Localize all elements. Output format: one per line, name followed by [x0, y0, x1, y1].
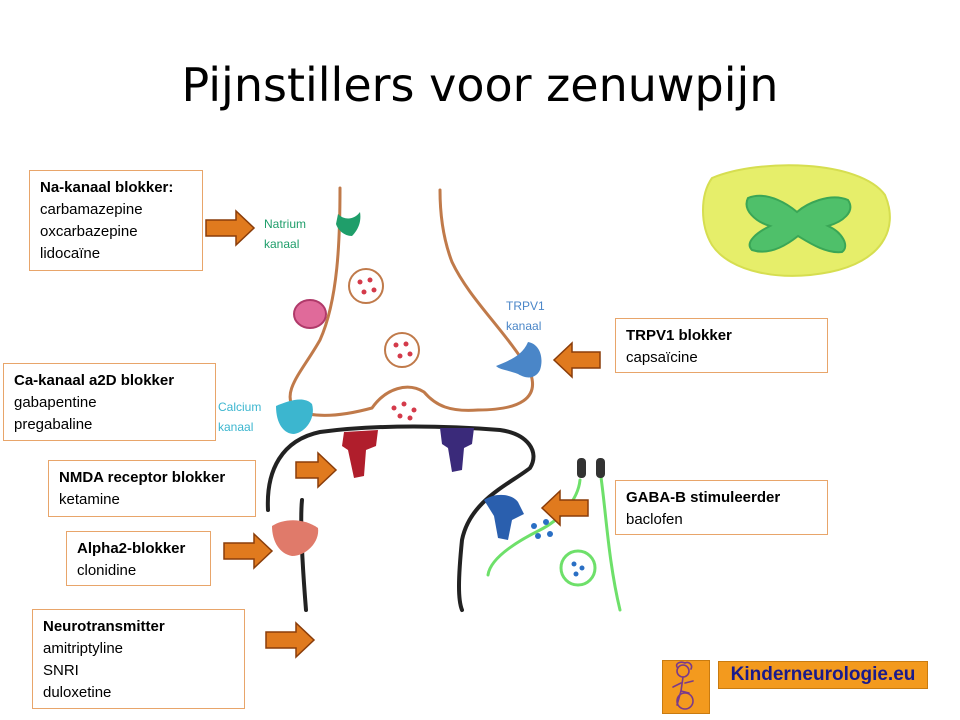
alpha2-blocker-box: Alpha2-blokker clonidine	[66, 531, 211, 586]
alpha2-box-heading: Alpha2-blokker	[77, 540, 186, 557]
ca-box-heading: Ca-kanaal a2D blokker	[14, 372, 175, 389]
neuro-box-line: duloxetine	[43, 684, 112, 701]
alpha2-box-line: clonidine	[77, 562, 137, 579]
calcium-label: Calcium kanaal	[218, 400, 262, 434]
na-box-heading: Na-kanaal blokker:	[40, 179, 174, 196]
na-box-line: carbamazepine	[40, 201, 143, 218]
nmda-blocker-box: NMDA receptor blokker ketamine	[48, 460, 256, 517]
arrow-nmda	[295, 451, 338, 489]
dark-receptor-icon	[440, 428, 474, 472]
na-box-line: oxcarbazepine	[40, 223, 138, 240]
na-channel-icon	[336, 212, 361, 236]
neurotransmitter-box: Neurotransmitter amitriptyline SNRI dulo…	[32, 609, 245, 709]
na-box-line: lidocaïne	[40, 245, 101, 262]
na-channel-blocker-box: Na-kanaal blokker: carbamazepine oxcarba…	[29, 170, 203, 271]
arrow-neuro	[265, 621, 316, 659]
ca-channel-blocker-box: Ca-kanaal a2D blokker gabapentine pregab…	[3, 363, 216, 441]
alpha2-receptor-icon	[272, 520, 319, 556]
ca-box-line: gabapentine	[14, 394, 97, 411]
ca-channel-icon	[276, 399, 313, 434]
arrow-na	[205, 209, 256, 247]
nmda-box-heading: NMDA receptor blokker	[59, 469, 226, 486]
spinal-cord-illustration	[702, 164, 891, 277]
postsynaptic-neuron	[265, 424, 536, 612]
green-receptors	[577, 458, 605, 478]
gaba-box-heading: GABA-B stimuleerder	[626, 489, 781, 506]
neuro-box-heading: Neurotransmitter	[43, 618, 165, 635]
presynaptic-terminal	[288, 186, 534, 417]
arrow-trpv1	[552, 341, 601, 379]
site-logo	[662, 660, 710, 714]
vesicles-presynaptic	[348, 268, 420, 421]
arrow-gaba	[540, 489, 589, 527]
unnamed-channel-icon	[293, 299, 327, 329]
trpv1-blocker-box: TRPV1 blokker capsaïcine	[615, 318, 828, 373]
gaba-box-line: baclofen	[626, 511, 683, 528]
nmda-box-line: ketamine	[59, 491, 120, 508]
trpv1-box-heading: TRPV1 blokker	[626, 327, 732, 344]
gaba-vesicles	[531, 519, 585, 577]
site-name[interactable]: Kinderneurologie.eu	[718, 661, 928, 689]
natrium-label: Natrium kanaal	[264, 217, 307, 251]
trpv1-box-line: capsaïcine	[626, 349, 698, 366]
logo-figure-icon	[672, 661, 694, 710]
gaba-interneuron	[486, 468, 622, 612]
gaba-b-receptor-icon	[484, 494, 524, 540]
neuro-box-line: amitriptyline	[43, 640, 124, 657]
arrow-alpha2	[223, 532, 274, 570]
trpv1-label: TRPV1 kanaal	[506, 299, 545, 333]
neuro-box-line: SNRI	[43, 662, 79, 679]
trpv1-channel-icon	[496, 342, 542, 378]
gaba-b-stimulator-box: GABA-B stimuleerder baclofen	[615, 480, 828, 535]
nmda-receptor-icon	[342, 430, 378, 478]
page-title: Pijnstillers voor zenuwpijn	[181, 58, 779, 112]
ca-box-line: pregabaline	[14, 416, 93, 433]
